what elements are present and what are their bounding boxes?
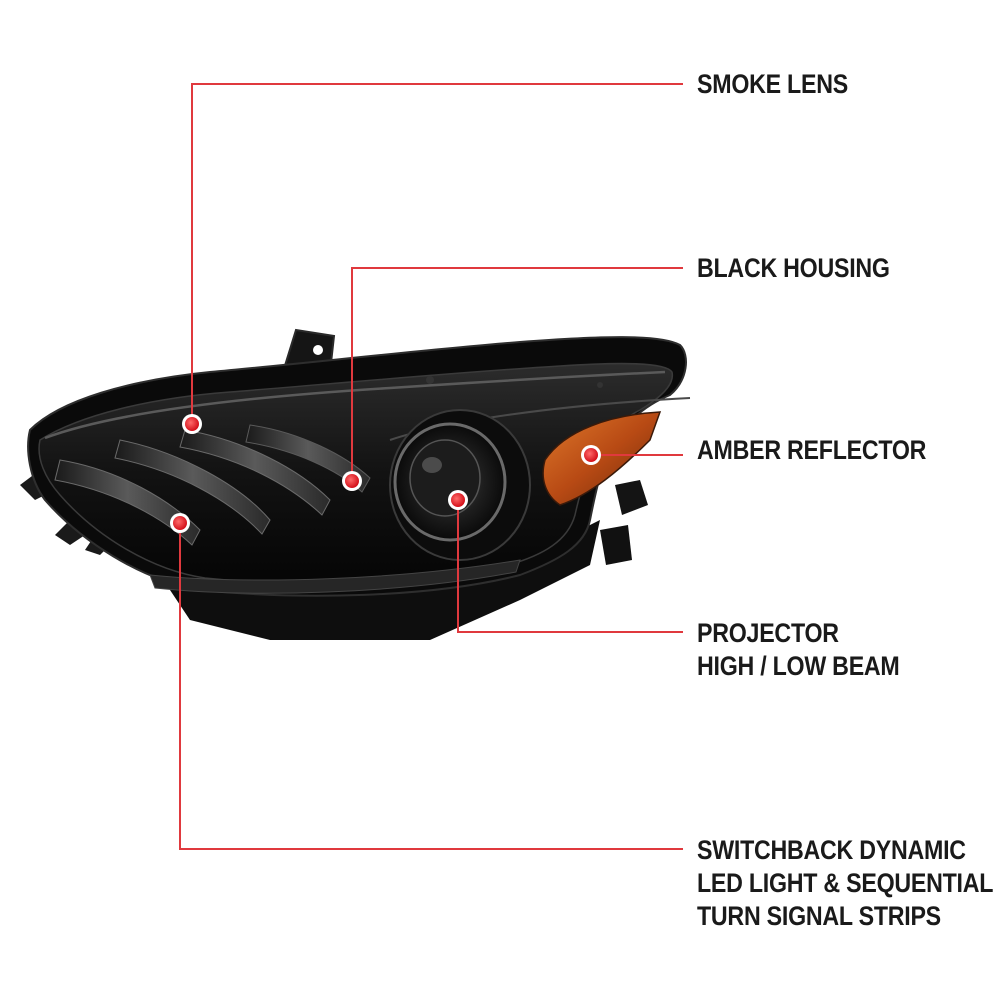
callout-label-black-housing: BLACK HOUSING	[697, 252, 890, 285]
callout-label-smoke-lens: SMOKE LENS	[697, 68, 848, 101]
callout-label-switchback: SWITCHBACK DYNAMIC LED LIGHT & SEQUENTIA…	[697, 834, 993, 933]
callout-dot-icon	[581, 445, 601, 465]
callout-text-line: TURN SIGNAL STRIPS	[697, 901, 941, 931]
marker-dots	[170, 414, 601, 533]
leader-line-projector	[457, 500, 683, 633]
callout-text-line: LED LIGHT & SEQUENTIAL	[697, 868, 994, 898]
callout-text-line: PROJECTOR	[697, 618, 839, 648]
callout-label-amber-reflector: AMBER REFLECTOR	[697, 434, 926, 467]
leader-line-switchback	[179, 523, 683, 850]
callout-dot-icon	[182, 414, 202, 434]
leader-lines	[179, 83, 683, 850]
leader-line-black-housing	[351, 267, 683, 481]
callout-dot-icon	[342, 471, 362, 491]
callout-text-line: SMOKE LENS	[697, 69, 848, 99]
callout-text-line: SWITCHBACK DYNAMIC	[697, 835, 966, 865]
leader-line-smoke-lens	[191, 83, 683, 424]
callout-text-line: AMBER REFLECTOR	[697, 435, 927, 465]
callout-text-line: HIGH / LOW BEAM	[697, 651, 900, 681]
callout-label-projector: PROJECTOR HIGH / LOW BEAM	[697, 617, 900, 683]
callout-dot-icon	[170, 513, 190, 533]
callout-text-line: BLACK HOUSING	[697, 253, 890, 283]
callout-dot-icon	[448, 490, 468, 510]
